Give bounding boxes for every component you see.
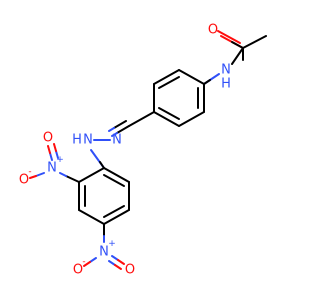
bond-carbonyl-nitrogen (231, 47, 244, 65)
bond-nitro1-n-o-top-b2 (53, 143, 57, 152)
bond-ring-ch (128, 111, 155, 127)
atom-amide-nitrogen: N (221, 63, 231, 78)
bond-ch-n-b (113, 120, 127, 129)
atom-amide-hydrogen: H (221, 77, 231, 92)
atom-nitro1-nitrogen: N (47, 161, 57, 176)
bond-nitro1-c-n2 (59, 172, 67, 177)
bond-ring2-c2 (103, 205, 125, 218)
atom-nitro1-oxygen-bottom: O (19, 173, 29, 188)
bond-nitro2-n-o-left (89, 257, 97, 263)
bond-layer (29, 30, 267, 270)
atom-nitro1-oxygen-top: O (43, 131, 53, 146)
atom-amide-oxygen: O (208, 23, 218, 38)
bond-nitro2-n-o-right-b2 (114, 264, 122, 270)
atom-nitro1-plus: + (56, 155, 64, 165)
bond-nh-ring-c (99, 161, 105, 169)
atom-label-layer: O N H N H N O N + O - N + O - O (19, 23, 231, 278)
atom-nitro1-minus: - (28, 167, 31, 177)
bond-nitro1-n-o-top-b (55, 150, 59, 159)
bond-ch-n-a2 (111, 132, 118, 137)
bond-nitro1-n-o-top-a (49, 152, 53, 161)
bond-ring1-d2 (158, 107, 180, 120)
atom-hydrazone-hydrogen: H (72, 133, 82, 148)
bond-nitro1-c-n (65, 175, 80, 183)
bond-ch-n-b2 (108, 127, 115, 132)
atom-nitro2-oxygen-left: O (73, 263, 83, 278)
atom-nitro2-oxygen-right: O (125, 263, 135, 278)
bond-ring1-a (178, 69, 205, 85)
bond-ring2-f (78, 167, 105, 183)
bond-ring1-b2 (158, 76, 180, 89)
bond-amide-n-ring-c (203, 79, 211, 85)
bond-nitro2-n-o-right-b (108, 260, 116, 266)
atom-nitro2-nitrogen: N (99, 245, 109, 260)
bond-nitro1-n-o-top-a2 (47, 145, 51, 154)
bond-nitro1-n-o-bottom (35, 172, 45, 177)
bond-ring2-a (103, 167, 130, 183)
bond-ring1-b (153, 69, 180, 85)
bond-carbonyl-c-segment (231, 41, 244, 49)
bond-nitro2-n-o-right-a (111, 255, 119, 261)
bond-ring2-d (78, 209, 105, 225)
bond-nitro2-n-o-right-a2 (117, 259, 125, 265)
atom-hydrazone-nitrogen-amine: N (83, 133, 93, 148)
atom-hydrazone-nitrogen-imine: N (112, 133, 122, 148)
atom-nitro2-minus: - (82, 257, 85, 267)
molecule-diagram: O N H N H N O N + O - N + O - O (19, 23, 267, 278)
bond-ch-n-a (116, 125, 130, 134)
bond-ring1-e (178, 111, 205, 127)
bond-carbonyl-oxygen-b (217, 30, 241, 44)
bond-ring2-a2 (103, 174, 125, 187)
bond-nitro1-n-o-bottom2 (29, 175, 37, 179)
atom-nitro2-plus: + (108, 239, 116, 249)
bond-carbonyl-methyl (242, 35, 267, 49)
bond-ring1-d (153, 111, 180, 127)
bond-ring2-c (103, 209, 130, 225)
bond-nitro2-n-o-left2 (83, 261, 91, 267)
